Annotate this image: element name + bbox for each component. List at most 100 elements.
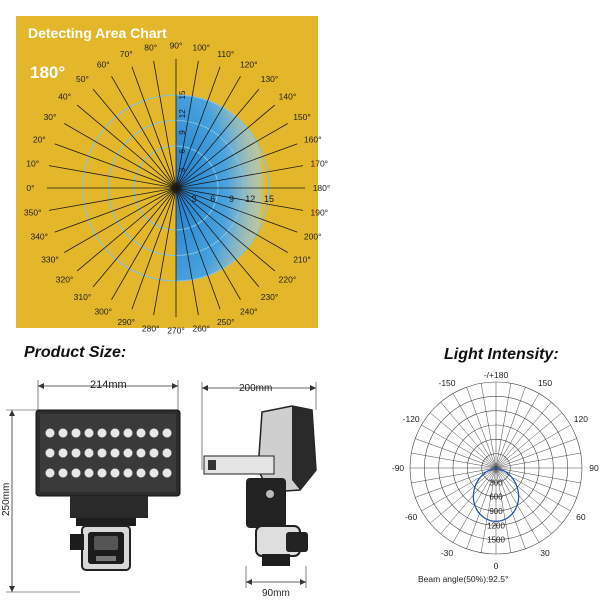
angle-spoke [175, 76, 241, 189]
intensity-angle-label: -30 [441, 548, 454, 558]
angle-spoke [111, 187, 177, 300]
angle-spoke [175, 187, 199, 316]
intensity-spokes [410, 382, 582, 554]
led [45, 448, 55, 458]
angle-label: 120° [240, 60, 258, 70]
angle-spoke [48, 165, 177, 189]
angle-spoke [175, 187, 221, 310]
range-label-vertical: 15 [178, 90, 187, 99]
angle-label: 270° [167, 326, 185, 336]
angle-spoke [54, 187, 177, 233]
angle-spoke [175, 187, 298, 233]
angle-label: 50° [76, 74, 89, 84]
angle-label: 100° [192, 43, 210, 53]
side-width-dimension [201, 382, 317, 470]
angle-label: 340° [30, 232, 48, 242]
angle-spoke [153, 60, 177, 189]
angle-spoke [175, 187, 260, 288]
angle-label: 260° [192, 323, 210, 333]
intensity-spoke [495, 467, 552, 535]
angle-label: 170° [310, 158, 328, 168]
intensity-value-label: 300 [489, 478, 503, 487]
angle-label: 20° [33, 134, 46, 144]
led [58, 468, 68, 478]
intensity-spoke [495, 467, 563, 524]
intensity-spoke [495, 452, 581, 469]
angle-label: 200° [304, 232, 322, 242]
intensity-angle-label: 60 [576, 512, 586, 522]
intensity-spoke [415, 438, 497, 469]
led [110, 428, 120, 438]
angle-label: 190° [310, 208, 328, 218]
intensity-spoke [466, 467, 497, 549]
led [123, 428, 133, 438]
range-label-vertical: 3 [178, 167, 187, 172]
led [97, 428, 107, 438]
angle-label: 80° [144, 43, 157, 53]
angle-spoke [175, 187, 241, 300]
intensity-angle-label: 0 [494, 561, 499, 571]
intensity-spoke [421, 467, 497, 512]
angle-label: 330° [41, 254, 59, 264]
led [136, 428, 146, 438]
intensity-spoke [480, 467, 497, 553]
angle-spokes [47, 59, 305, 317]
led [71, 468, 81, 478]
led [162, 428, 172, 438]
angle-spoke [76, 187, 177, 272]
range-label-vertical: 9 [178, 130, 187, 135]
intensity-curve [472, 467, 520, 522]
angle-label: 40° [58, 91, 71, 101]
range-label: 9 [229, 194, 234, 204]
intensity-spoke [429, 467, 497, 524]
intensity-angle-label: 90 [589, 463, 599, 473]
led [84, 448, 94, 458]
intensity-spoke [466, 387, 497, 469]
angle-spoke [64, 123, 177, 189]
range-label: 12 [245, 194, 255, 204]
intensity-spoke [495, 467, 526, 549]
led [97, 448, 107, 458]
intensity-angle-label: 120 [574, 414, 588, 424]
detecting-area-panel: Detecting Area Chart 180° 0°10°20°30°40°… [16, 16, 330, 336]
chart-title: Detecting Area Chart [28, 25, 167, 41]
angle-label: 300° [94, 306, 112, 316]
angle-label: 160° [304, 134, 322, 144]
intensity-spoke [411, 452, 497, 469]
angle-spoke [76, 104, 177, 189]
intensity-spoke [495, 467, 571, 512]
angle-label: 290° [117, 317, 135, 327]
led [84, 468, 94, 478]
angle-label: 230° [261, 292, 279, 302]
intensity-angle-label: -120 [403, 414, 420, 424]
angle-spoke [153, 187, 177, 316]
intensity-spoke [495, 438, 577, 469]
angle-label: 130° [261, 74, 279, 84]
range-label: 15 [264, 194, 274, 204]
angle-spoke [48, 187, 177, 211]
angle-spoke [92, 187, 177, 288]
intensity-angle-label: 150 [538, 378, 552, 388]
bottom-width-dimension [245, 566, 307, 588]
intensity-spoke [495, 467, 512, 553]
angle-label: 220° [279, 275, 297, 285]
range-label: 6 [210, 194, 215, 204]
lamp-side-view [203, 405, 317, 566]
angle-label: 180° [313, 183, 331, 193]
led [149, 428, 159, 438]
range-label-vertical: 6 [178, 148, 187, 153]
range-label-vertical: 12 [178, 109, 187, 118]
intensity-spoke [440, 467, 497, 535]
intensity-value-label: 1500 [487, 536, 505, 545]
angle-spoke [175, 187, 288, 253]
intensity-angle-label: 30 [540, 548, 550, 558]
intensity-spoke [452, 393, 497, 469]
product-size-drawing: 214mm 250mm 200mm [1, 379, 317, 599]
front-width-label: 214mm [90, 379, 127, 391]
led [58, 428, 68, 438]
led [162, 448, 172, 458]
coverage-angle: 180° [30, 63, 65, 82]
